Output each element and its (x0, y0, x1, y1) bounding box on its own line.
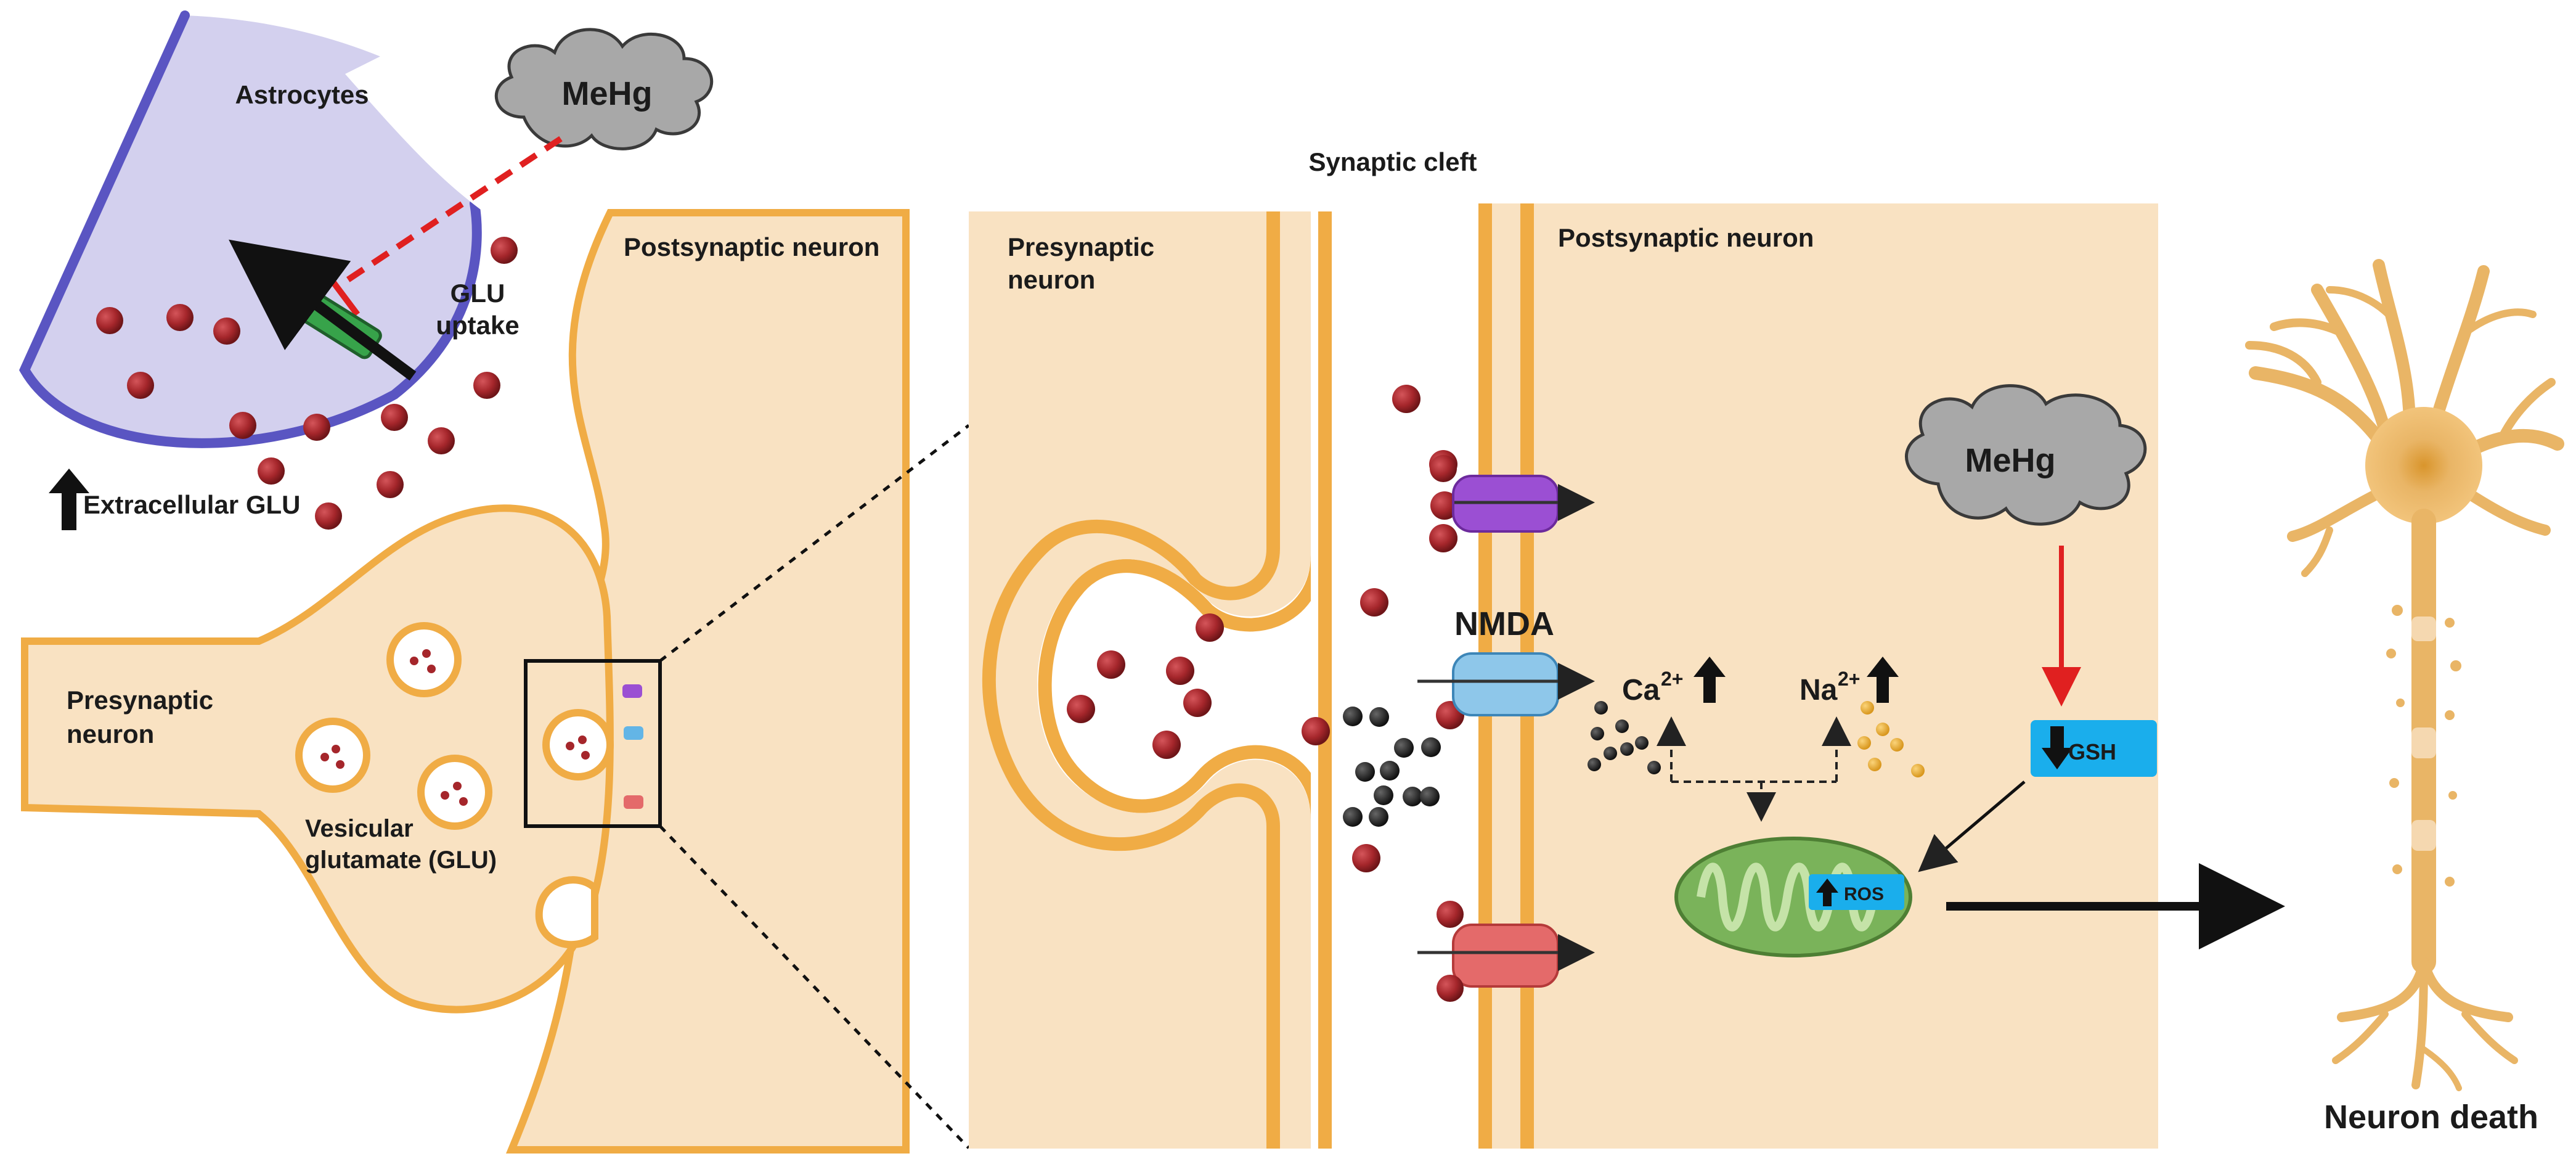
inhibition-line (340, 136, 563, 287)
receptor-nmda: NMDA (1417, 605, 1595, 716)
mehg-label-left: MeHg (562, 75, 653, 112)
glu-uptake-label-line1: GLU (450, 279, 505, 308)
up-arrow-icon (1816, 879, 1838, 906)
sodium-label: Na (1800, 674, 1838, 707)
gsh-to-ros-arrow (1918, 781, 2026, 872)
calcium-charge-label: 2+ (1661, 668, 1683, 690)
left-overview-panel: Astrocytes MeHg GLU uptake (19, 0, 970, 1154)
ros-badge (1809, 874, 1904, 910)
extracellular-glu-label: Extracellular GLU (83, 490, 300, 519)
receptor-red (1417, 901, 1595, 1002)
receptor-mini-red (624, 795, 643, 809)
dying-neuron (2245, 259, 2564, 1091)
up-arrow-icon (1694, 657, 1726, 703)
vesicle-exocytosis (535, 876, 598, 949)
up-arrow-icon (1867, 657, 1899, 703)
sodium-charge-label: 2+ (1838, 668, 1860, 690)
nmda-label: NMDA (1454, 605, 1554, 642)
ions-cleft (1343, 707, 1441, 827)
sodium-indicator: Na 2+ (1800, 657, 1925, 777)
postsynaptic-neuron-left-label: Postsynaptic neuron (624, 232, 879, 261)
receptor-purple (1430, 455, 1595, 552)
synaptic-cleft-label: Synaptic cleft (1308, 147, 1477, 176)
glu-uptake-arrow (229, 239, 417, 381)
up-arrow-icon (49, 469, 89, 530)
zoom-line-bottom (659, 825, 970, 1149)
gsh-label: GSH (2068, 739, 2116, 764)
vesicle (417, 755, 492, 830)
astrocytes-label: Astrocytes (235, 80, 369, 109)
ros-label: ROS (1844, 884, 1884, 904)
receptor-mini-blue (624, 726, 643, 740)
zoom-line-top (659, 424, 970, 662)
glu-uptake-label-line2: uptake (436, 311, 519, 340)
vesicle (295, 718, 370, 793)
presynaptic-neuron-zoom-label-line2: neuron (1008, 265, 1095, 294)
vesicle (386, 622, 462, 697)
presynaptic-neuron-zoom-label-line1: Presynaptic (1008, 232, 1154, 261)
presynaptic-membrane (982, 211, 1280, 1149)
down-arrow-icon (2042, 726, 2073, 769)
receptor-mini-purple (622, 684, 642, 698)
vesicle-fusing (542, 709, 614, 781)
mitochondria (1674, 837, 1912, 957)
astrocyte-membrane (19, 10, 482, 448)
extracellular-glutamate-left (96, 237, 518, 530)
presynaptic-neuron-left-label-line1: Presynaptic (67, 686, 213, 715)
synapse-zoom-panel: Presynaptic neuron Synaptic cleft Postsy… (969, 147, 2285, 1149)
cloud-icon (494, 28, 714, 150)
zoom-box (524, 659, 662, 828)
vesicular-glutamate-label-line1: Vesicular (305, 815, 414, 842)
mehg-cloud-right: MeHg (1905, 384, 2147, 526)
calcium-indicator: Ca 2+ (1588, 657, 1726, 774)
neuron-death-label: Neuron death (2324, 1099, 2538, 1136)
extracellular-glu-indicator: Extracellular GLU (49, 469, 300, 530)
postsynaptic-neuron-zoom-label: Postsynaptic neuron (1558, 223, 1814, 252)
ion-convergence-arrows (1657, 716, 1851, 822)
mehg-label-right: MeHg (1965, 442, 2056, 479)
mehg-cloud-left: MeHg (494, 28, 714, 150)
calcium-label: Ca (1622, 674, 1660, 707)
vesicular-glutamate-label-line2: glutamate (GLU) (305, 846, 497, 874)
presynaptic-neuron-left-label-line2: neuron (67, 719, 154, 748)
cloud-icon (1905, 384, 2147, 526)
synaptic-vesicles (295, 622, 614, 949)
